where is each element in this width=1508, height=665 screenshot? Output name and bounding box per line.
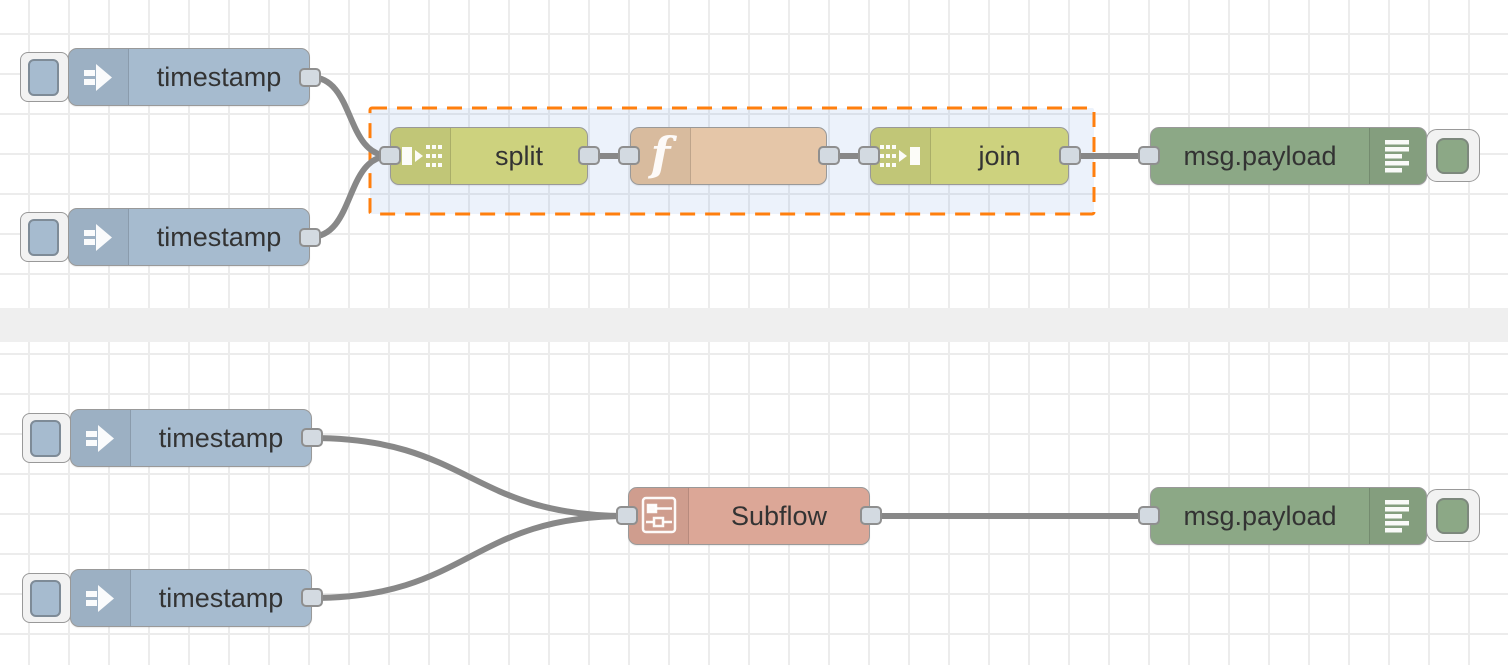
node-inject-timestamp-4[interactable]: timestamp [22,569,312,627]
node-label: msg.payload [1183,500,1337,531]
node-debug-msg-payload-2[interactable]: msg.payload [1150,487,1480,545]
node-label: join [978,140,1021,171]
output-port[interactable] [299,228,321,247]
function-f-icon: f [631,128,691,184]
inject-trigger-button[interactable] [30,420,61,457]
output-port[interactable] [578,146,600,165]
output-port[interactable] [299,68,321,87]
section-divider [0,308,1508,342]
inject-trigger-button[interactable] [28,219,59,256]
inject-arrow-icon [71,570,131,626]
output-port[interactable] [818,146,840,165]
debug-list-icon [1369,128,1426,184]
node-function[interactable]: f [630,127,827,185]
output-port[interactable] [860,506,882,525]
node-debug-msg-payload-1[interactable]: msg.payload [1150,127,1480,185]
node-label: timestamp [158,422,284,453]
node-inject-timestamp-3[interactable]: timestamp [22,409,312,467]
input-port[interactable] [1138,506,1160,525]
join-icon [871,128,931,184]
inject-trigger-button[interactable] [28,59,59,96]
inject-arrow-icon [71,410,131,466]
debug-toggle-button[interactable] [1436,138,1469,174]
debug-list-icon [1369,488,1426,544]
inject-arrow-icon [69,49,129,105]
split-icon [391,128,451,184]
node-inject-timestamp-1[interactable]: timestamp [20,48,310,106]
inject-arrow-icon [69,209,129,265]
node-join[interactable]: join [870,127,1069,185]
debug-toggle-button[interactable] [1436,498,1469,534]
node-split[interactable]: split [390,127,588,185]
node-label: split [494,140,543,171]
wire-inject1-split[interactable] [307,74,393,159]
node-label [691,128,826,184]
wire-inject3-subflow[interactable] [309,435,630,519]
input-port[interactable] [858,146,880,165]
inject-trigger-button[interactable] [30,580,61,617]
node-label: timestamp [156,61,282,92]
input-port[interactable] [1138,146,1160,165]
wire-inject4-subflow[interactable] [309,513,630,601]
node-label: timestamp [156,221,282,252]
input-port[interactable] [616,506,638,525]
subflow-icon [629,488,689,544]
input-port[interactable] [618,146,640,165]
output-port[interactable] [301,588,323,607]
node-label: msg.payload [1183,140,1337,171]
input-port[interactable] [379,146,401,165]
node-label: timestamp [158,582,284,613]
wire-inject2-split[interactable] [307,153,393,240]
node-inject-timestamp-2[interactable]: timestamp [20,208,310,266]
node-subflow[interactable]: Subflow [628,487,870,545]
output-port[interactable] [1059,146,1081,165]
output-port[interactable] [301,428,323,447]
node-label: Subflow [730,500,828,531]
